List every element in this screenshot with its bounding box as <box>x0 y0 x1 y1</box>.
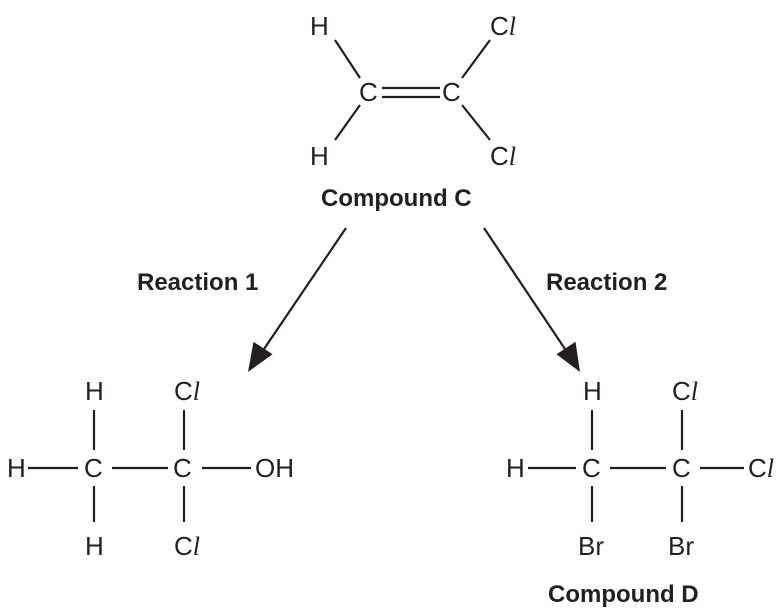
atom-cl-top: Cl <box>490 11 516 41</box>
atom-cl-right-c: C <box>748 453 767 483</box>
atom-cl-bottom-c: C <box>174 531 193 561</box>
atom-br-left: Br <box>578 531 604 561</box>
atom-cl-right: Cl <box>748 453 774 483</box>
reaction-2-arrowhead <box>556 341 580 372</box>
atom-c1: C <box>84 453 103 483</box>
atom-h-bottom: H <box>310 141 329 171</box>
reaction-2-arrow-shaft <box>483 227 568 353</box>
atom-h-left: H <box>7 453 26 483</box>
atom-c-left: C <box>359 77 378 107</box>
reaction-2-label: Reaction 2 <box>546 269 667 296</box>
atom-cl-top: Cl <box>672 376 698 406</box>
atom-c-right: C <box>442 77 461 107</box>
bond-c-h-top <box>334 39 361 79</box>
atom-cl-top: Cl <box>174 376 200 406</box>
atom-cl-top-c: C <box>490 11 509 41</box>
compound-c-label: Compound C <box>321 185 472 212</box>
atom-h-top: H <box>310 11 329 41</box>
atom-cl-right-l: l <box>767 454 774 483</box>
atom-cl-bottom: Cl <box>174 531 200 561</box>
reaction-1-arrow <box>248 227 347 372</box>
atom-c1: C <box>582 453 601 483</box>
atom-cl-bottom-l: l <box>193 532 200 561</box>
atom-h-top: H <box>85 376 104 406</box>
atom-cl-bottom-l: l <box>509 142 516 171</box>
atom-oh: OH <box>255 453 294 483</box>
atom-c2: C <box>672 453 691 483</box>
atom-cl-bottom: Cl <box>490 141 516 171</box>
atom-cl-top-l: l <box>691 377 698 406</box>
bond-c-h-bottom <box>334 104 361 141</box>
atom-h-left: H <box>506 453 525 483</box>
reaction-2-arrow <box>483 227 580 372</box>
compound-d-structure: H H C C Cl Cl Br Br <box>506 376 774 561</box>
reaction-1-label: Reaction 1 <box>137 269 258 296</box>
atom-cl-top-c: C <box>174 376 193 406</box>
compound-d-label: Compound D <box>548 581 699 608</box>
reaction-1-arrow-shaft <box>261 227 347 353</box>
atom-cl-top-l: l <box>509 12 516 41</box>
atom-cl-top-c: C <box>672 376 691 406</box>
atom-br-right: Br <box>668 531 694 561</box>
atom-h-top: H <box>583 376 602 406</box>
atom-cl-bottom-c: C <box>490 141 509 171</box>
bond-c-cl-bottom <box>461 104 491 141</box>
atom-cl-top-l: l <box>193 377 200 406</box>
compound-c-structure: H H C C Cl Cl <box>310 11 516 171</box>
reaction-1-arrowhead <box>248 341 273 372</box>
atom-h-bottom: H <box>85 531 104 561</box>
atom-c2: C <box>173 453 192 483</box>
product-1-structure: H H C H C Cl Cl OH <box>7 376 294 561</box>
bond-c-cl-top <box>461 39 491 79</box>
